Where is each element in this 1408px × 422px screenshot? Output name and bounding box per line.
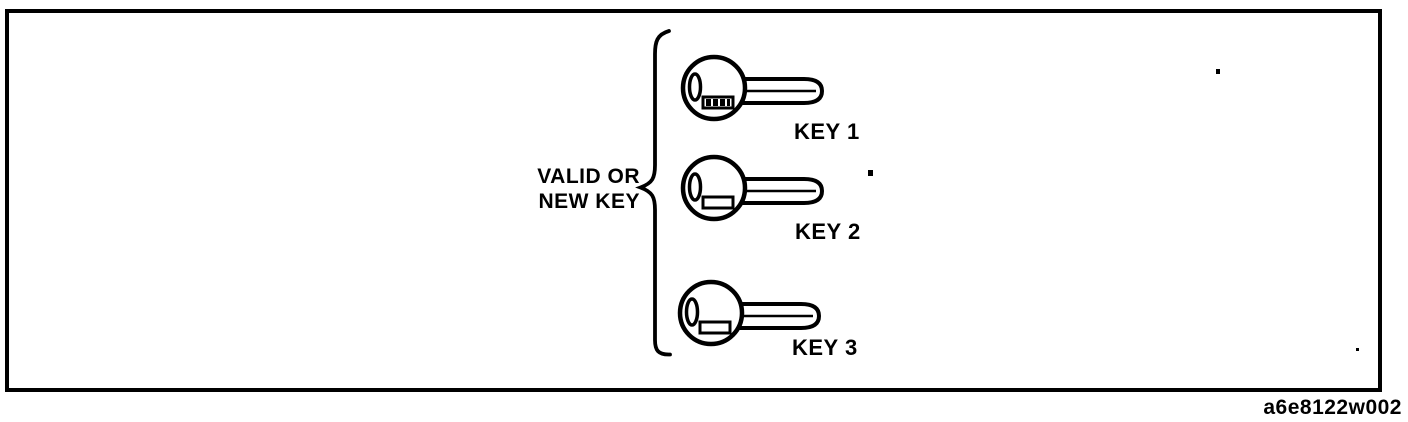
key-2-icon bbox=[683, 157, 822, 219]
scan-speck bbox=[1356, 348, 1359, 351]
scan-speck bbox=[868, 170, 873, 176]
brace-label-line2: NEW KEY bbox=[538, 190, 640, 213]
scan-speck bbox=[1216, 69, 1220, 74]
key-1-label: KEY 1 bbox=[794, 119, 860, 144]
grouping-brace-icon bbox=[635, 29, 672, 357]
key-1-icon bbox=[683, 57, 822, 119]
brace-label-line1: VALID OR bbox=[537, 165, 640, 188]
key-3-label: KEY 3 bbox=[792, 335, 858, 360]
figure-code: a6e8122w002 bbox=[1263, 396, 1402, 419]
valid-or-new-key-label: VALID OR NEW KEY bbox=[537, 164, 640, 214]
key-2-label: KEY 2 bbox=[795, 219, 861, 244]
